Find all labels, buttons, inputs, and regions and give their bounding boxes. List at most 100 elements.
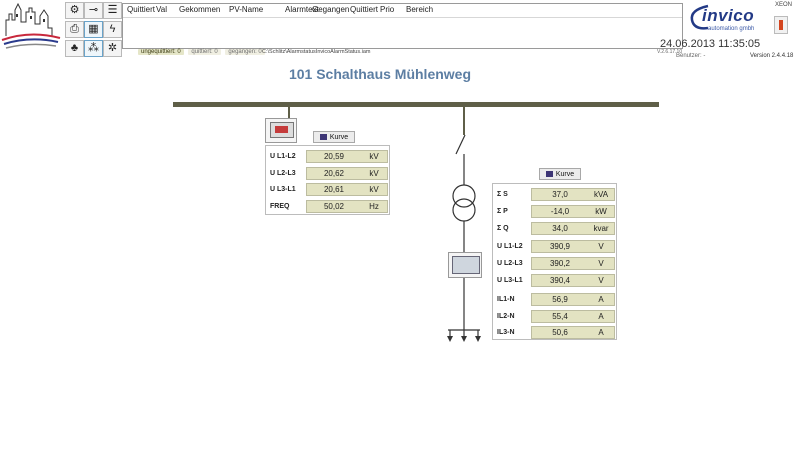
brand-name: invico [702,6,755,25]
measurement-unit: A [598,328,604,338]
cleared-count: gegangen: 0 [225,49,265,55]
measurement-label: U L1-L2 [497,243,523,251]
alarm-column-header[interactable]: Quittiert [127,5,156,14]
measurement-value: 20,62 [323,168,345,178]
alarm-column-header[interactable]: Quittiert [350,5,379,14]
alarm-column-header[interactable]: Gegangen [312,5,350,14]
measurement-unit: kW [595,206,607,216]
measurement-row: IL2-N 55,4 A [493,309,616,325]
alarm-status-strip: ungequittiert: 0 quittiert: 0 gegangen: … [138,49,268,57]
measurement-value: 20,61 [323,185,345,194]
measurement-row: FREQ 50,02 Hz [266,199,389,215]
medium-voltage-meter-device[interactable] [265,118,297,143]
settings-icon[interactable]: ✲ [103,40,122,57]
right-kurve-button[interactable]: Kurve [539,168,581,180]
measurement-label: IL3-N [497,329,515,337]
measurement-label: U L2-L3 [270,169,296,177]
measurement-label: FREQ [270,202,290,210]
measurement-value-box: 50,6 A [531,326,615,340]
measurement-value-box: 20,62 kV [306,166,388,180]
measurement-unit: V [598,242,604,252]
alarm-column-header[interactable]: Bereich [406,5,434,14]
measurement-unit: A [598,294,604,304]
alarm-column-header[interactable]: Prio [380,5,395,14]
measurement-label: Σ Q [497,224,509,232]
page-title: 101 Schalthaus Mühlenweg [288,66,472,82]
measurement-unit: kV [369,168,379,178]
measurement-unit: kvar [593,223,609,233]
panel-icon[interactable]: ▦ [84,21,103,38]
measurement-label: Σ P [497,207,508,215]
measurement-unit: A [598,311,604,321]
brand-swoosh-icon [690,4,709,30]
castle-logo-icon [1,2,61,49]
printer-icon[interactable]: ⎙ [65,21,84,38]
measurement-row: U L2-L3 20,62 kV [266,166,389,182]
measurement-value-box: 56,9 A [531,292,615,306]
alarm-file-version: V.2.6.17.10 [657,49,683,55]
measurement-value-box: -14,0 kW [531,204,615,218]
measurement-unit: Hz [369,201,379,211]
measurement-label: IL2-N [497,312,515,320]
measurement-value-box: 50,02 Hz [306,199,388,213]
low-voltage-meter-device[interactable] [448,252,482,278]
measurement-unit: V [598,276,604,285]
app-version: Version 2.4.4.18 [750,53,794,59]
measurement-value: 34,0 [552,223,568,233]
measurement-value: -14,0 [550,206,570,216]
measurement-row: Σ Q 34,0 kvar [493,221,616,237]
horn-alarm-icon[interactable] [774,16,788,34]
measurement-value: 390,9 [549,242,571,252]
chart-icon [319,134,327,140]
alarm-column-header[interactable]: PV-Name [229,5,264,14]
bell-icon[interactable]: ♣ [65,40,84,57]
list-view-icon[interactable]: ☰ [103,2,122,19]
alarm-column-header[interactable]: Val [156,5,167,14]
alarm-column-header[interactable]: Alarmtext [285,5,319,14]
right-feeder-line-top [463,107,465,135]
current-datetime: 24.06.2013 11:35:05 [660,38,761,50]
lightning-icon[interactable]: ϟ [103,21,122,38]
measurement-value-box: 390,9 V [531,240,615,254]
brand-subtitle: automation gmbh [708,26,755,32]
measurement-label: Σ S [497,191,508,198]
unacknowledged-count: ungequittiert: 0 [138,49,184,55]
measurement-row: U L1-L2 390,9 V [493,239,616,255]
alarm-summary-icon[interactable]: ⚙ [65,2,84,19]
measurement-unit: kVA [593,190,609,199]
transformer-diagram [447,134,481,342]
alarm-file-path: C:\Schlitz\AlarmstatusInvicoAlarmStatus.… [262,49,371,55]
measurement-value: 390,2 [549,259,571,269]
left-kurve-button[interactable]: Kurve [313,131,355,143]
main-busbar [173,102,659,107]
measurement-value: 50,6 [552,328,568,338]
measurement-value: 56,9 [552,294,568,304]
measurement-row: Σ P -14,0 kW [493,204,616,220]
measurement-value: 55,4 [552,311,568,321]
measurement-label: U L3-L1 [270,186,296,193]
measurement-value: 20,59 [323,152,345,161]
measurement-value-box: 55,4 A [531,309,615,323]
measurement-label: U L1-L2 [270,153,296,160]
network-icon[interactable]: ⁂ [84,40,103,57]
key-icon[interactable]: ⊸ [84,2,103,19]
brand-box: invico automation gmbh XEON [688,2,796,62]
measurement-label: U L3-L1 [497,277,523,284]
measurement-value: 50,02 [323,201,345,211]
measurement-label: U L2-L3 [497,260,523,268]
alarm-column-header[interactable]: Gekommen [179,5,221,14]
